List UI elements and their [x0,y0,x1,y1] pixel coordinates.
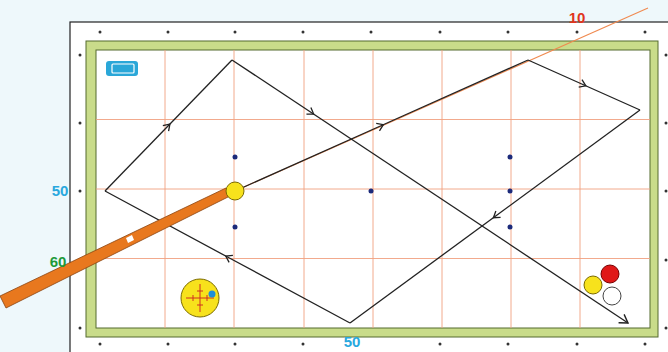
cushion [86,41,658,337]
aim-line [235,8,648,191]
cushion-number: 10 [569,10,586,26]
table-rail [70,22,668,352]
strike-point-icon [181,279,219,317]
rail-number: 50 [52,183,69,199]
object-balls [584,265,621,305]
playing-surface [96,50,650,328]
diamonds [79,31,668,346]
cue-ball [226,182,244,200]
grid-lines [96,50,650,328]
ball-path [105,60,640,323]
rail-number: 50 [344,334,361,350]
logo-icon [106,61,138,76]
rail-number: 60 [50,254,67,270]
